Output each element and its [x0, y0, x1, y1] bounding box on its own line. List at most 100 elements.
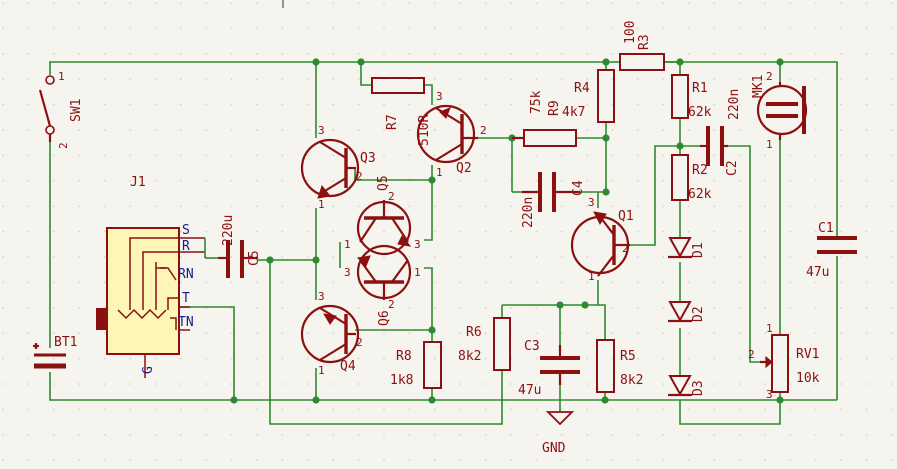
battery-bt1: BT1 [33, 335, 77, 369]
c1-ref: C1 [818, 221, 834, 236]
gnd-label: GND [542, 441, 566, 456]
r3-ref: R3 [637, 34, 652, 50]
jack-pin-r: R [182, 239, 190, 254]
c4-value: 220n [521, 197, 536, 228]
r4-value: 4k7 [562, 105, 585, 120]
svg-text:1: 1 [766, 138, 773, 151]
r7-ref: R7 [385, 114, 400, 130]
r6-ref: R6 [466, 325, 482, 340]
diode-d3: D3 [668, 375, 706, 397]
microphone-mk1: 2 1 MK1 [751, 70, 808, 151]
c1-value: 47u [806, 265, 829, 280]
r2-value: 62k [688, 187, 712, 202]
q5-ref: Q5 [376, 175, 391, 191]
q6-ref: Q6 [377, 310, 392, 326]
bt1-ref: BT1 [54, 335, 77, 350]
svg-text:2: 2 [766, 70, 773, 83]
c3-ref: C3 [524, 339, 540, 354]
svg-text:1: 1 [318, 364, 325, 377]
capacitor-c5: 220u C5 [218, 215, 262, 278]
svg-text:1: 1 [344, 238, 351, 251]
r5-ref: R5 [620, 349, 636, 364]
wires [49, 61, 838, 425]
svg-text:3: 3 [436, 90, 443, 103]
svg-text:1: 1 [318, 198, 325, 211]
rv1-ref: RV1 [796, 347, 819, 362]
svg-text:3: 3 [318, 124, 325, 137]
diode-d1: D1 [668, 237, 706, 259]
transistor-q2: 3 1 2 Q2 [416, 90, 487, 179]
c2-value: 220n [727, 89, 742, 120]
resistor-r5: R5 8k2 [596, 339, 643, 393]
c5-value: 220u [221, 215, 236, 246]
capacitor-c1: C1 47u [806, 221, 857, 280]
svg-text:1: 1 [414, 266, 421, 279]
c2-ref: C2 [725, 160, 740, 176]
svg-text:2: 2 [388, 298, 395, 311]
r4-ref: R4 [574, 81, 590, 96]
svg-text:3: 3 [766, 388, 773, 401]
transistor-q5: 2 1 3 Q5 [344, 175, 421, 256]
r5-value: 8k2 [620, 373, 643, 388]
q2-ref: Q2 [456, 161, 472, 176]
r8-ref: R8 [396, 349, 412, 364]
d1-ref: D1 [691, 242, 706, 258]
svg-text:2: 2 [480, 124, 487, 137]
resistor-r7: R7 510R [371, 77, 432, 146]
ground-symbol: GND [542, 411, 575, 456]
svg-text:2: 2 [356, 170, 363, 183]
svg-text:3: 3 [588, 196, 595, 209]
rv1-value: 10k [796, 371, 820, 386]
capacitor-c3: C3 47u [518, 339, 580, 398]
transistor-q4: 3 1 2 Q4 [300, 290, 363, 377]
potentiometer-rv1: 1 2 3 RV1 10k [748, 322, 820, 401]
c5-ref: C5 [247, 250, 262, 266]
r1-value: 62k [688, 105, 712, 120]
svg-text:1: 1 [436, 166, 443, 179]
d3-ref: D3 [691, 380, 706, 396]
jack-j1: J1 S R RN T TN G [96, 175, 206, 378]
resistor-r3: 100 R3 [619, 21, 665, 71]
resistor-r1: R1 62k [671, 74, 712, 120]
svg-text:2: 2 [57, 142, 70, 149]
r2-ref: R2 [692, 163, 708, 178]
diode-d2: D2 [668, 301, 706, 323]
jack-pin-s: S [182, 223, 190, 238]
svg-text:2: 2 [748, 348, 755, 361]
r8-value: 1k8 [390, 373, 413, 388]
capacitor-c2: 220n C2 [700, 89, 742, 176]
c3-value: 47u [518, 383, 541, 398]
d2-ref: D2 [691, 306, 706, 322]
switch-sw1: 1 2 SW1 [38, 70, 84, 149]
r9-value: 75k [529, 90, 544, 114]
r1-ref: R1 [692, 81, 708, 96]
transistor-q6: 2 3 1 Q6 [344, 244, 421, 326]
svg-text:1: 1 [588, 270, 595, 283]
q4-ref: Q4 [340, 359, 356, 374]
resistor-r2: R2 62k [671, 154, 712, 202]
j1-ref: J1 [130, 175, 146, 190]
r6-value: 8k2 [458, 349, 481, 364]
sw1-ref: SW1 [69, 99, 84, 122]
jack-pin-g: G [141, 366, 156, 374]
resistor-r6: R6 8k2 [458, 317, 511, 371]
jack-pin-tn: TN [178, 315, 194, 330]
r7-value: 510R [417, 115, 432, 146]
resistor-r4: R4 4k7 [562, 69, 615, 123]
r9-ref: R9 [547, 100, 562, 116]
resistor-r8: R8 1k8 [390, 341, 442, 389]
q1-ref: Q1 [618, 209, 634, 224]
capacitor-c4: 220n C4 [521, 172, 586, 228]
r3-value: 100 [623, 21, 638, 44]
c4-ref: C4 [571, 180, 586, 196]
svg-text:2: 2 [388, 190, 395, 203]
svg-text:2: 2 [622, 242, 629, 255]
q3-ref: Q3 [360, 151, 376, 166]
svg-text:3: 3 [344, 266, 351, 279]
jack-pin-t: T [182, 291, 190, 306]
svg-text:3: 3 [318, 290, 325, 303]
svg-text:1: 1 [58, 70, 65, 83]
svg-text:2: 2 [356, 336, 363, 349]
transistor-q1: 3 1 2 Q1 [570, 196, 634, 283]
